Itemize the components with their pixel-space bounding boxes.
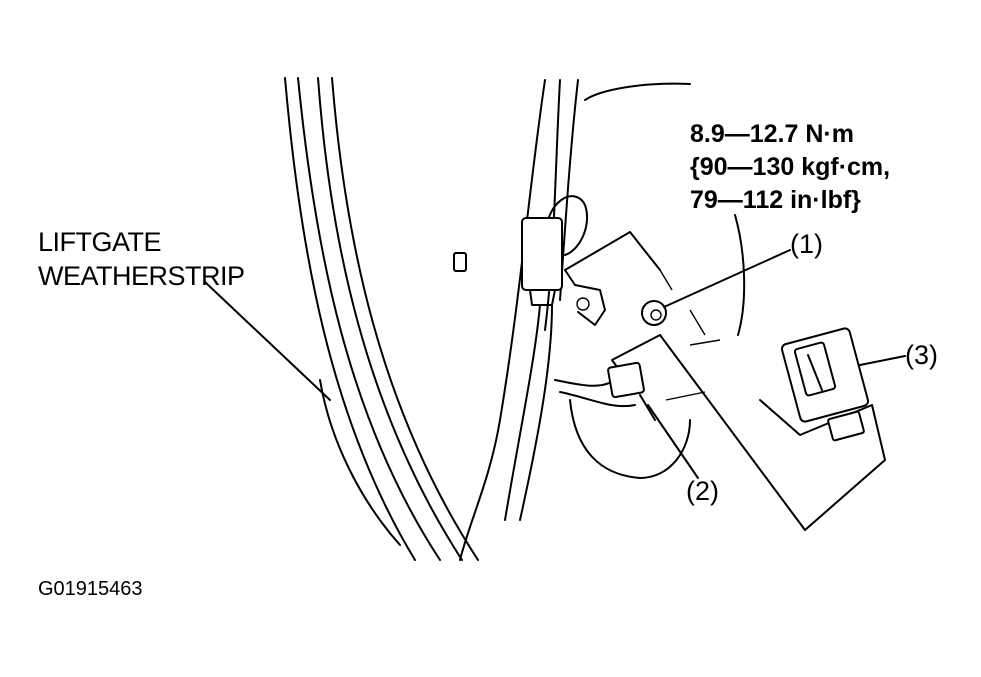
bracket-hole [576,297,590,311]
torque-spec-line3: 79—112 in·lbf} [690,186,861,214]
trim-panel-outline [584,82,691,101]
module-3-connector [827,410,865,442]
weatherstrip-label-line1: LIFTGATE [38,227,162,257]
body-clip [453,252,467,272]
harness-down [504,304,541,521]
weatherstrip-groove [319,379,401,546]
module-3-clip [793,341,837,397]
pillar-connector-tab [529,289,556,306]
callout-2: (2) [686,476,720,506]
harness-loop [544,195,589,256]
connector-2-body [607,361,645,399]
bracket-dash-4 [665,391,706,401]
callout-3-number: 3 [914,340,930,370]
pillar-edge-left [459,79,546,561]
module-3-slot [807,354,823,391]
leader-1 [663,249,791,308]
callout-1-number: 1 [799,229,815,259]
torque-spec-line2: {90—130 kgf·cm, [690,153,891,181]
module-3-bracket [759,399,886,531]
bracket-dash-3 [689,339,721,346]
weatherstrip-label-line2: WEATHERSTRIP [38,261,245,291]
weatherstrip-strand-inner [331,77,479,561]
torque-spec-line1: 8.9—12.7 N·m [690,120,854,148]
connector-2-lead [639,394,656,421]
leader-3 [859,355,906,366]
bracket-dash-2 [689,309,706,336]
weatherstrip-strand-2 [297,77,441,561]
harness-down-2 [519,304,553,521]
pillar-connector [521,217,563,291]
callout-2-number: 2 [695,476,711,506]
bolt-icon [641,300,667,326]
lower-pocket [569,399,691,479]
leader-weatherstrip [204,281,331,401]
weatherstrip-strand-3 [317,77,463,561]
callout-1: (1) [790,229,824,259]
weatherstrip-strand-outer [284,77,416,561]
bracket-outline [564,231,661,326]
figure-id: G01915463 [38,578,143,600]
trim-panel-curve [734,214,746,336]
pillar-edge-mid [544,79,561,331]
bracket-dash-1 [659,269,673,291]
leader-2 [647,404,699,479]
callout-3: (3) [905,340,939,370]
